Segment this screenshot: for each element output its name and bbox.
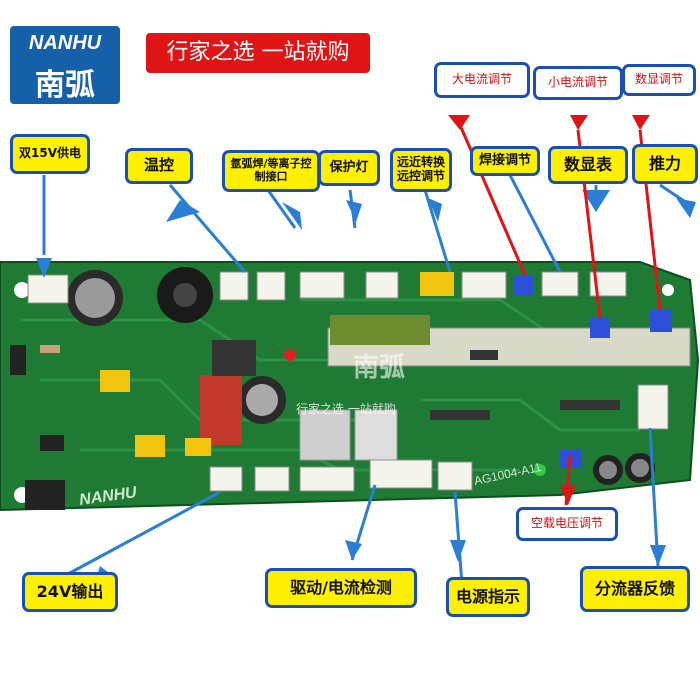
mount-hole	[14, 282, 30, 298]
led	[284, 349, 296, 361]
label-display-meter: 数显表	[548, 146, 628, 184]
connector	[219, 271, 249, 301]
yellow-capacitor	[100, 370, 130, 392]
regulator-chip	[25, 480, 65, 510]
connector	[299, 271, 345, 299]
resistor	[40, 345, 60, 353]
connector	[461, 271, 507, 299]
brand-logo: NANHU 南弧	[10, 26, 120, 104]
circuit-board	[0, 262, 698, 510]
potentiometer	[590, 318, 610, 338]
label-temp-control: 温控	[125, 148, 193, 184]
connector	[256, 271, 286, 301]
potentiometer	[650, 310, 672, 332]
label-weld-adjust: 焊接调节	[470, 146, 540, 176]
connector	[369, 459, 433, 489]
yellow-capacitor	[135, 435, 165, 457]
resistor-bank	[560, 400, 620, 410]
resistor-bank	[430, 410, 490, 420]
ic-chip	[212, 340, 256, 376]
connector	[437, 461, 473, 491]
capacitor-block	[330, 315, 430, 345]
label-power-indicator: 电源指示	[446, 577, 530, 617]
label-argon-interface: 氩弧焊/等离子控制接口	[222, 150, 320, 192]
label-double-15v: 双15V供电	[10, 134, 90, 174]
connector	[254, 466, 290, 492]
label-shunt-feedback: 分流器反馈	[580, 566, 690, 612]
label-big-current: 大电流调节	[434, 62, 530, 98]
film-capacitor	[200, 375, 242, 445]
slogan-banner: 行家之选 一站就购	[146, 33, 370, 73]
yellow-capacitor	[420, 272, 454, 296]
board-watermark-sub: 行家之选 一站就购	[296, 401, 396, 416]
connector	[27, 274, 69, 304]
connector	[209, 466, 243, 492]
logo-chinese: 南弧	[35, 68, 95, 103]
label-drive-current: 驱动/电流检测	[265, 568, 417, 608]
arrowheads	[36, 190, 696, 586]
ic-chip	[40, 435, 64, 451]
label-display-adjust: 数显调节	[622, 64, 696, 96]
red-arrowheads	[448, 115, 650, 505]
label-small-current: 小电流调节	[533, 66, 623, 100]
connector	[299, 466, 355, 492]
connector	[637, 384, 669, 430]
led	[534, 464, 546, 476]
potentiometer	[513, 275, 533, 295]
board-watermark: 南弧	[353, 353, 405, 383]
label-24v-output: 24V输出	[22, 572, 118, 612]
diode	[10, 345, 26, 375]
label-thrust: 推力	[632, 144, 698, 184]
logo-english: NANHU	[28, 32, 102, 54]
label-protect-lamp: 保护灯	[318, 150, 380, 186]
yellow-capacitor	[185, 438, 211, 456]
connector	[365, 271, 399, 299]
resistor	[470, 350, 498, 360]
label-noload-voltage: 空载电压调节	[516, 507, 618, 541]
heatsink	[299, 409, 351, 461]
heatsink	[354, 409, 398, 461]
connector	[541, 271, 579, 297]
mount-hole	[662, 284, 674, 296]
label-remote-switch: 远近转换远控调节	[390, 148, 452, 192]
